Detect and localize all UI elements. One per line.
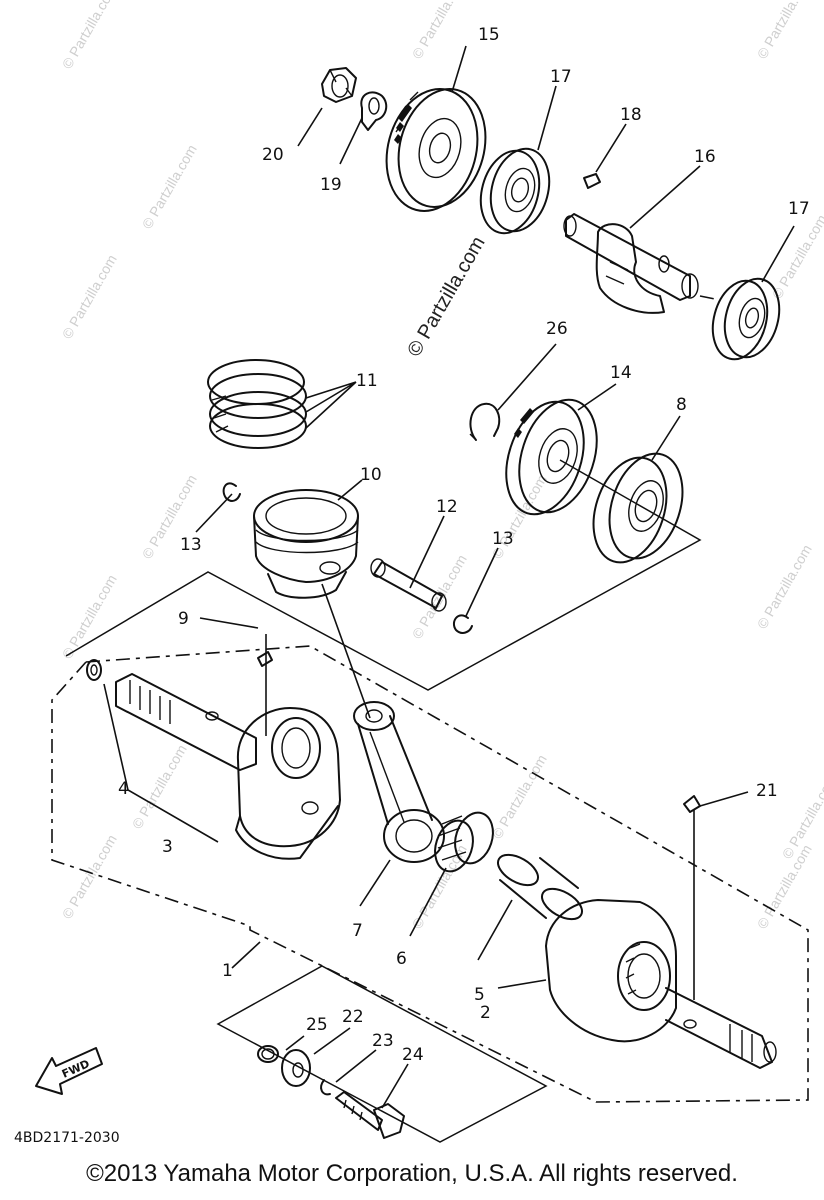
watermark-small: © Partzilla.com bbox=[59, 0, 120, 72]
copyright-notice: ©2013 Yamaha Motor Corporation, U.S.A. A… bbox=[86, 1160, 738, 1187]
watermark-small: © Partzilla.com bbox=[129, 742, 190, 832]
watermark-small: © Partzilla.com bbox=[139, 142, 200, 232]
assembly-frame-dashed bbox=[51, 645, 809, 1103]
part-13-clip-right bbox=[452, 614, 473, 634]
callout-21: 21 bbox=[756, 781, 778, 801]
part-11-piston-rings bbox=[207, 359, 307, 449]
watermark-small: © Partzilla.com bbox=[754, 0, 815, 62]
part-19-lock-washer bbox=[360, 91, 388, 131]
callout-5: 5 bbox=[474, 985, 485, 1005]
callout-26: 26 bbox=[546, 319, 568, 339]
callout-9: 9 bbox=[178, 609, 189, 629]
part-5-crank-pin bbox=[497, 853, 583, 921]
part-4-washer bbox=[86, 659, 102, 681]
fwd-arrow-icon: FWD bbox=[35, 1047, 103, 1095]
part-22-washer bbox=[281, 1049, 311, 1087]
watermark-small: © Partzilla.com bbox=[409, 842, 470, 932]
background-watermarks: © Partzilla.com © Partzilla.com © Partzi… bbox=[59, 0, 824, 932]
callout-16: 16 bbox=[694, 147, 716, 167]
part-7-connecting-rod bbox=[353, 701, 445, 863]
callout-10: 10 bbox=[360, 465, 382, 485]
watermark-main: © Partzilla.com bbox=[403, 233, 489, 361]
part-2-crank-right bbox=[545, 899, 777, 1069]
part-16-balancer-shaft bbox=[563, 213, 699, 314]
part-9-key bbox=[257, 651, 273, 667]
watermark-small: © Partzilla.com bbox=[754, 542, 815, 632]
part-26-circlip bbox=[469, 402, 501, 441]
callout-11: 11 bbox=[356, 371, 378, 391]
callout-18: 18 bbox=[620, 105, 642, 125]
callout-14: 14 bbox=[610, 363, 632, 383]
watermark-small: © Partzilla.com bbox=[59, 832, 120, 922]
part-12-piston-pin bbox=[370, 558, 447, 612]
callout-23: 23 bbox=[372, 1031, 394, 1051]
callout-24: 24 bbox=[402, 1045, 424, 1065]
callout-7: 7 bbox=[352, 921, 363, 941]
callout-17-right: 17 bbox=[788, 199, 810, 219]
watermark-small: © Partzilla.com bbox=[489, 752, 550, 842]
watermark-small: © Partzilla.com bbox=[409, 552, 470, 642]
part-17-bearing-right bbox=[711, 277, 781, 361]
part-10-piston bbox=[253, 489, 359, 599]
part-18-key bbox=[583, 173, 601, 189]
part-24-bolt bbox=[335, 1091, 405, 1139]
callout-17-upper: 17 bbox=[550, 67, 572, 87]
callout-labels: 15 17 18 16 17 20 19 26 11 14 8 10 12 13… bbox=[118, 25, 810, 1065]
leader-lines bbox=[103, 45, 795, 1109]
part-3-crank-left bbox=[115, 673, 341, 860]
callout-20: 20 bbox=[262, 145, 284, 165]
callout-22: 22 bbox=[342, 1007, 364, 1027]
callout-13-left: 13 bbox=[180, 535, 202, 555]
callout-3: 3 bbox=[162, 837, 173, 857]
callout-15: 15 bbox=[478, 25, 500, 45]
watermark-small: © Partzilla.com bbox=[409, 0, 470, 62]
part-15-gear bbox=[385, 88, 487, 212]
callout-25: 25 bbox=[306, 1015, 328, 1035]
part-21-key bbox=[683, 795, 701, 813]
callout-13-right: 13 bbox=[492, 529, 514, 549]
callout-19: 19 bbox=[320, 175, 342, 195]
callout-2: 2 bbox=[480, 1003, 491, 1023]
part-17-bearing-upper bbox=[479, 147, 551, 235]
subgroup-frame-upper bbox=[65, 459, 702, 691]
part-20-nut bbox=[321, 67, 357, 103]
part-23-clip bbox=[320, 1079, 331, 1096]
part-14-gear bbox=[505, 398, 598, 516]
part-6-needle-bearing bbox=[434, 811, 494, 873]
part-13-clip-left bbox=[222, 482, 241, 502]
part-25-o-ring bbox=[257, 1045, 279, 1063]
callout-1: 1 bbox=[222, 961, 233, 981]
callout-6: 6 bbox=[396, 949, 407, 969]
callout-12: 12 bbox=[436, 497, 458, 517]
callout-8: 8 bbox=[676, 395, 687, 415]
watermark-small: © Partzilla.com bbox=[59, 572, 120, 662]
subgroup-frame-lower bbox=[216, 965, 548, 1143]
watermark-small: © Partzilla.com bbox=[59, 252, 120, 342]
callout-4: 4 bbox=[118, 779, 129, 799]
diagram-code: 4BD2171-2030 bbox=[14, 1130, 120, 1146]
